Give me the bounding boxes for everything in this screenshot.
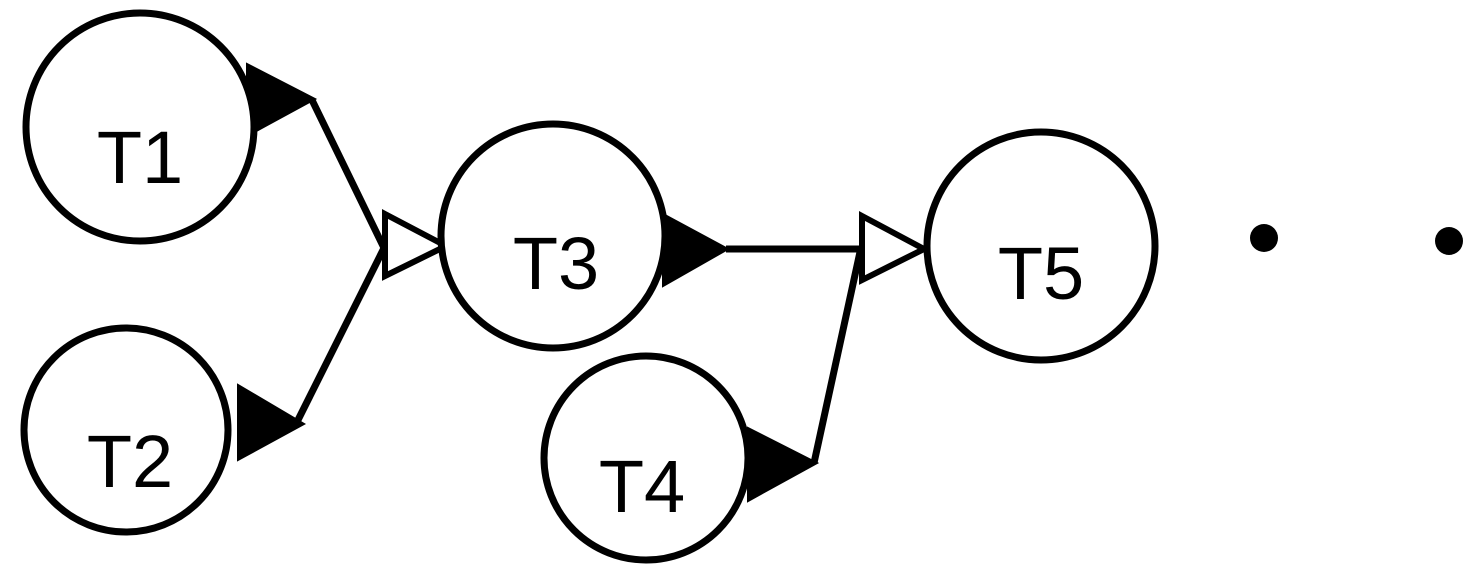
edge-t3-t5 [662,212,862,288]
output-arrow-t3 [662,212,731,288]
edge-t4-t5 [747,251,864,503]
edge-t2-t3 [237,246,388,462]
input-arrow-t3 [382,209,453,281]
node-label: T1 [97,116,183,199]
ellipsis-dot [1250,224,1278,252]
connector-t2-t3 [294,246,388,422]
node-label: T3 [513,222,599,305]
output-arrow-t2 [237,383,307,462]
node-label: T4 [599,445,685,528]
continuation-ellipsis [1250,224,1463,255]
output-arrow-t4 [747,426,820,503]
edge-t1-t3 [246,62,388,250]
node-t4: T4 [540,352,752,564]
connector-t4-t5 [810,251,864,464]
node-label: T5 [998,232,1084,315]
ellipsis-dot [1435,227,1463,255]
node-label: T2 [87,420,173,503]
node-t1: T1 [22,9,258,245]
node-t2: T2 [20,324,232,536]
node-t3: T3 [437,120,669,352]
connector-t1-t3 [308,98,388,250]
input-arrow-t5 [859,211,931,285]
node-t5: T5 [923,128,1159,364]
